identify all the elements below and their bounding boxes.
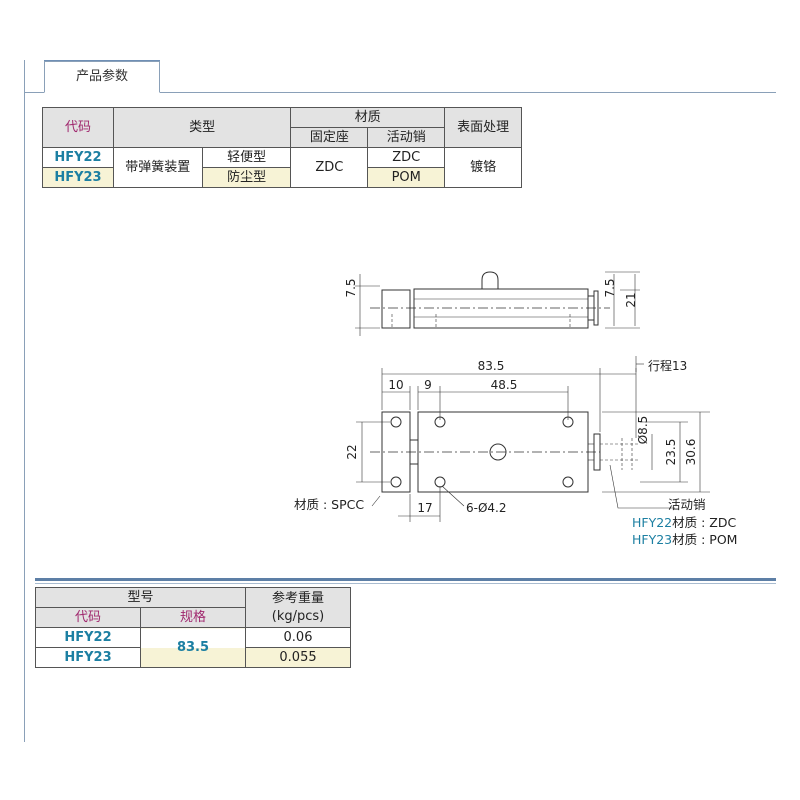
- dim-height-22: 22: [345, 444, 359, 459]
- cell-subtype-dustproof: 防尘型: [201, 167, 292, 188]
- dim-pin-diameter: Ø8.5: [636, 416, 650, 445]
- header-code: 代码: [35, 607, 141, 628]
- side-view-knob: [481, 271, 499, 289]
- dim-total-length: 83.5: [478, 359, 505, 373]
- header-fixed-seat: 固定座: [290, 127, 369, 148]
- technical-drawing: 7.5 7.5 21 83.5 行程13 10 9 48.5 22 Ø8.5 2…: [294, 271, 737, 547]
- dim-side-right: 21: [624, 292, 638, 307]
- dim-side-left: 7.5: [344, 278, 358, 297]
- note-pin-label: 活动销: [668, 497, 706, 512]
- dim-bottom-17: 17: [417, 501, 432, 515]
- dim-overall-height: 30.6: [684, 439, 698, 466]
- header-model: 型号: [35, 587, 246, 608]
- content-frame-top: [24, 92, 776, 93]
- tab-product-params[interactable]: 产品参数: [44, 61, 160, 93]
- cell-code-hfy23: HFY23: [42, 167, 114, 188]
- cell-weight-hfy22: 0.06: [245, 627, 351, 648]
- header-movable-pin: 活动销: [367, 127, 446, 148]
- dim-hole-span: 23.5: [664, 439, 678, 466]
- cell-type-group: 带弹簧装置: [112, 147, 203, 188]
- cell-weight-code-hfy22: HFY22: [35, 627, 141, 648]
- header-code: 代码: [42, 107, 114, 148]
- cell-spec: 83.5: [140, 627, 246, 668]
- header-weight-unit: (kg/pcs): [271, 608, 325, 624]
- dim-a: 10: [388, 378, 403, 392]
- header-type: 类型: [112, 107, 292, 148]
- section-divider-line: [35, 583, 776, 584]
- cell-weight-hfy23: 0.055: [245, 647, 351, 668]
- dim-b: 9: [424, 378, 432, 392]
- section-divider: [35, 578, 776, 581]
- cell-surface: 镀铬: [444, 147, 522, 188]
- header-surface: 表面处理: [444, 107, 522, 148]
- dim-holes: 6-Ø4.2: [466, 501, 507, 515]
- dim-c: 48.5: [491, 378, 518, 392]
- note-pin-material-1: HFY22材质 : ZDC: [632, 515, 736, 530]
- dim-side-right-small: 7.5: [603, 278, 617, 297]
- note-base-material: 材质 : SPCC: [294, 497, 364, 512]
- cell-weight-code-hfy23: HFY23: [35, 647, 141, 668]
- cell-subtype-light: 轻便型: [201, 147, 292, 168]
- dim-stroke: 行程13: [648, 358, 687, 373]
- cell-code-hfy22: HFY22: [42, 147, 114, 168]
- side-view-base: [381, 289, 411, 329]
- weight-table: 型号 参考重量 (kg/pcs) 代码 规格 HFY22 83.5 0.06 H…: [35, 587, 351, 668]
- knob-circle: [489, 443, 507, 461]
- note-pin-material-2: HFY23材质 : POM: [632, 532, 737, 547]
- content-frame-left: [24, 60, 25, 742]
- side-view-body: [413, 288, 589, 329]
- header-weight: 参考重量 (kg/pcs): [245, 587, 351, 628]
- cell-fixed-seat-material: ZDC: [290, 147, 369, 188]
- cell-pin-material-hfy22: ZDC: [367, 147, 446, 168]
- header-weight-label: 参考重量: [271, 590, 324, 606]
- header-spec: 规格: [140, 607, 246, 628]
- spec-table: 代码 类型 材质 表面处理 固定座 活动销 HFY22 带弹簧装置 轻便型 ZD…: [42, 107, 522, 188]
- header-material: 材质: [290, 107, 446, 128]
- cell-pin-material-hfy23: POM: [367, 167, 446, 188]
